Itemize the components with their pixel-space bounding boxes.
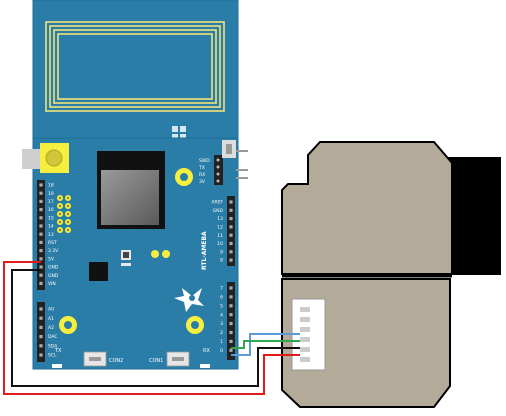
pin-label: 1: [220, 339, 223, 345]
pin-label: 19: [48, 191, 54, 197]
pin-label: GND: [48, 265, 59, 271]
nfc-antenna-board: [32, 0, 239, 140]
pin-label: 3: [220, 321, 223, 327]
pin-label: 3.3V: [48, 248, 59, 254]
header-pin: [229, 304, 233, 308]
pin-label: A2: [48, 325, 54, 331]
header-pin: [39, 232, 43, 236]
header-pin: [39, 344, 43, 348]
con1-label: CON1: [149, 358, 163, 364]
pin-label: 4: [220, 312, 223, 318]
pin-label: SDA: [48, 343, 58, 349]
pin-label: 15: [48, 215, 54, 221]
wires: [3, 261, 300, 395]
header-pin: [229, 217, 233, 221]
usb-connector-con2: [83, 351, 107, 367]
pin-label: 10: [217, 241, 223, 247]
right-pin-header-top: [227, 196, 235, 266]
header-pin: [39, 224, 43, 228]
header-pin: [229, 339, 233, 343]
header-pin: [229, 225, 233, 229]
pin-label: 13: [48, 232, 54, 238]
header-pin: [229, 233, 233, 237]
header-pin: [229, 250, 233, 254]
header-pin: [39, 307, 43, 311]
header-pin: [39, 208, 43, 212]
swd-pads: [57, 195, 71, 233]
pm-sensor: [281, 141, 501, 408]
pin-label: A0: [48, 307, 54, 313]
header-pin: [39, 335, 43, 339]
uart-label-swd: SWD: [199, 158, 210, 164]
pin-label: 16: [48, 207, 54, 213]
uart-label-tx: TX: [198, 165, 205, 171]
pin-label: GND: [213, 208, 224, 214]
pin-label: A1: [48, 316, 54, 322]
uart-label-3v: 3V: [199, 179, 206, 185]
header-pin: [39, 325, 43, 329]
header-pin: [39, 265, 43, 269]
pin-label: GND: [48, 273, 59, 279]
header-pin: [229, 330, 233, 335]
con2-label: CON2: [109, 358, 123, 364]
sensor-fan-inlet: [445, 157, 501, 275]
header-pin: [229, 348, 233, 352]
pin-label: DAC: [48, 334, 58, 340]
header-pin: [39, 273, 43, 277]
header-pin: [39, 183, 43, 187]
header-pin: [229, 208, 233, 212]
pin-label: 14: [48, 224, 54, 230]
header-pin: [229, 322, 233, 326]
pin-label: 5V: [48, 256, 55, 262]
pin-label: 17: [48, 199, 54, 205]
analog-pin-header: [37, 302, 45, 362]
header-pin: [39, 257, 43, 261]
header-pin: [39, 316, 43, 320]
rx-led-label: RX: [203, 348, 210, 354]
regulator-chip: [89, 262, 108, 281]
header-pin: [229, 286, 233, 290]
board-name-label: RTL-AMEBA: [201, 231, 208, 270]
pin-label: 9: [220, 249, 223, 255]
header-pin: [39, 240, 43, 244]
pin-label: 6: [220, 295, 223, 301]
pin-label: 13: [217, 216, 223, 222]
header-pin: [229, 313, 233, 317]
pin-label: 5: [220, 303, 223, 309]
pin-label: AREF: [211, 200, 223, 206]
header-pin: [39, 216, 43, 220]
header-pin: [229, 200, 233, 204]
wire-5v-red: [3, 261, 300, 395]
wire-uart-blue: [231, 333, 300, 356]
wire-uart-green: [231, 340, 300, 349]
realtek-logo: [174, 288, 204, 312]
header-pin: [229, 295, 233, 299]
power-jack-housing: [22, 149, 40, 169]
pin-label: RST: [48, 240, 57, 246]
pin-label: 11: [217, 233, 223, 239]
wire-gnd-black: [11, 269, 300, 387]
pin-label: 12: [217, 225, 223, 231]
header-pin: [39, 353, 43, 357]
pin-label: SCL: [48, 353, 57, 359]
tx-led-label: TX: [54, 348, 62, 354]
header-pin: [39, 191, 43, 195]
pin-label: 8: [220, 258, 223, 264]
uart-header: [214, 155, 223, 185]
pin-label: 18: [48, 183, 54, 189]
header-pin: [229, 258, 233, 262]
usb-connector-con1: [166, 351, 190, 367]
uart-label-rx: RX: [199, 172, 205, 178]
pin-label: 7: [220, 286, 223, 292]
header-pin: [229, 241, 233, 246]
pin-label: 0: [220, 348, 223, 354]
header-pin: [39, 199, 43, 203]
right-pin-header-bottom: [227, 282, 235, 360]
header-pin: [39, 281, 43, 285]
header-pin: [39, 249, 43, 253]
pin-label: 2: [220, 330, 223, 336]
pin-label: VIN: [48, 281, 56, 287]
